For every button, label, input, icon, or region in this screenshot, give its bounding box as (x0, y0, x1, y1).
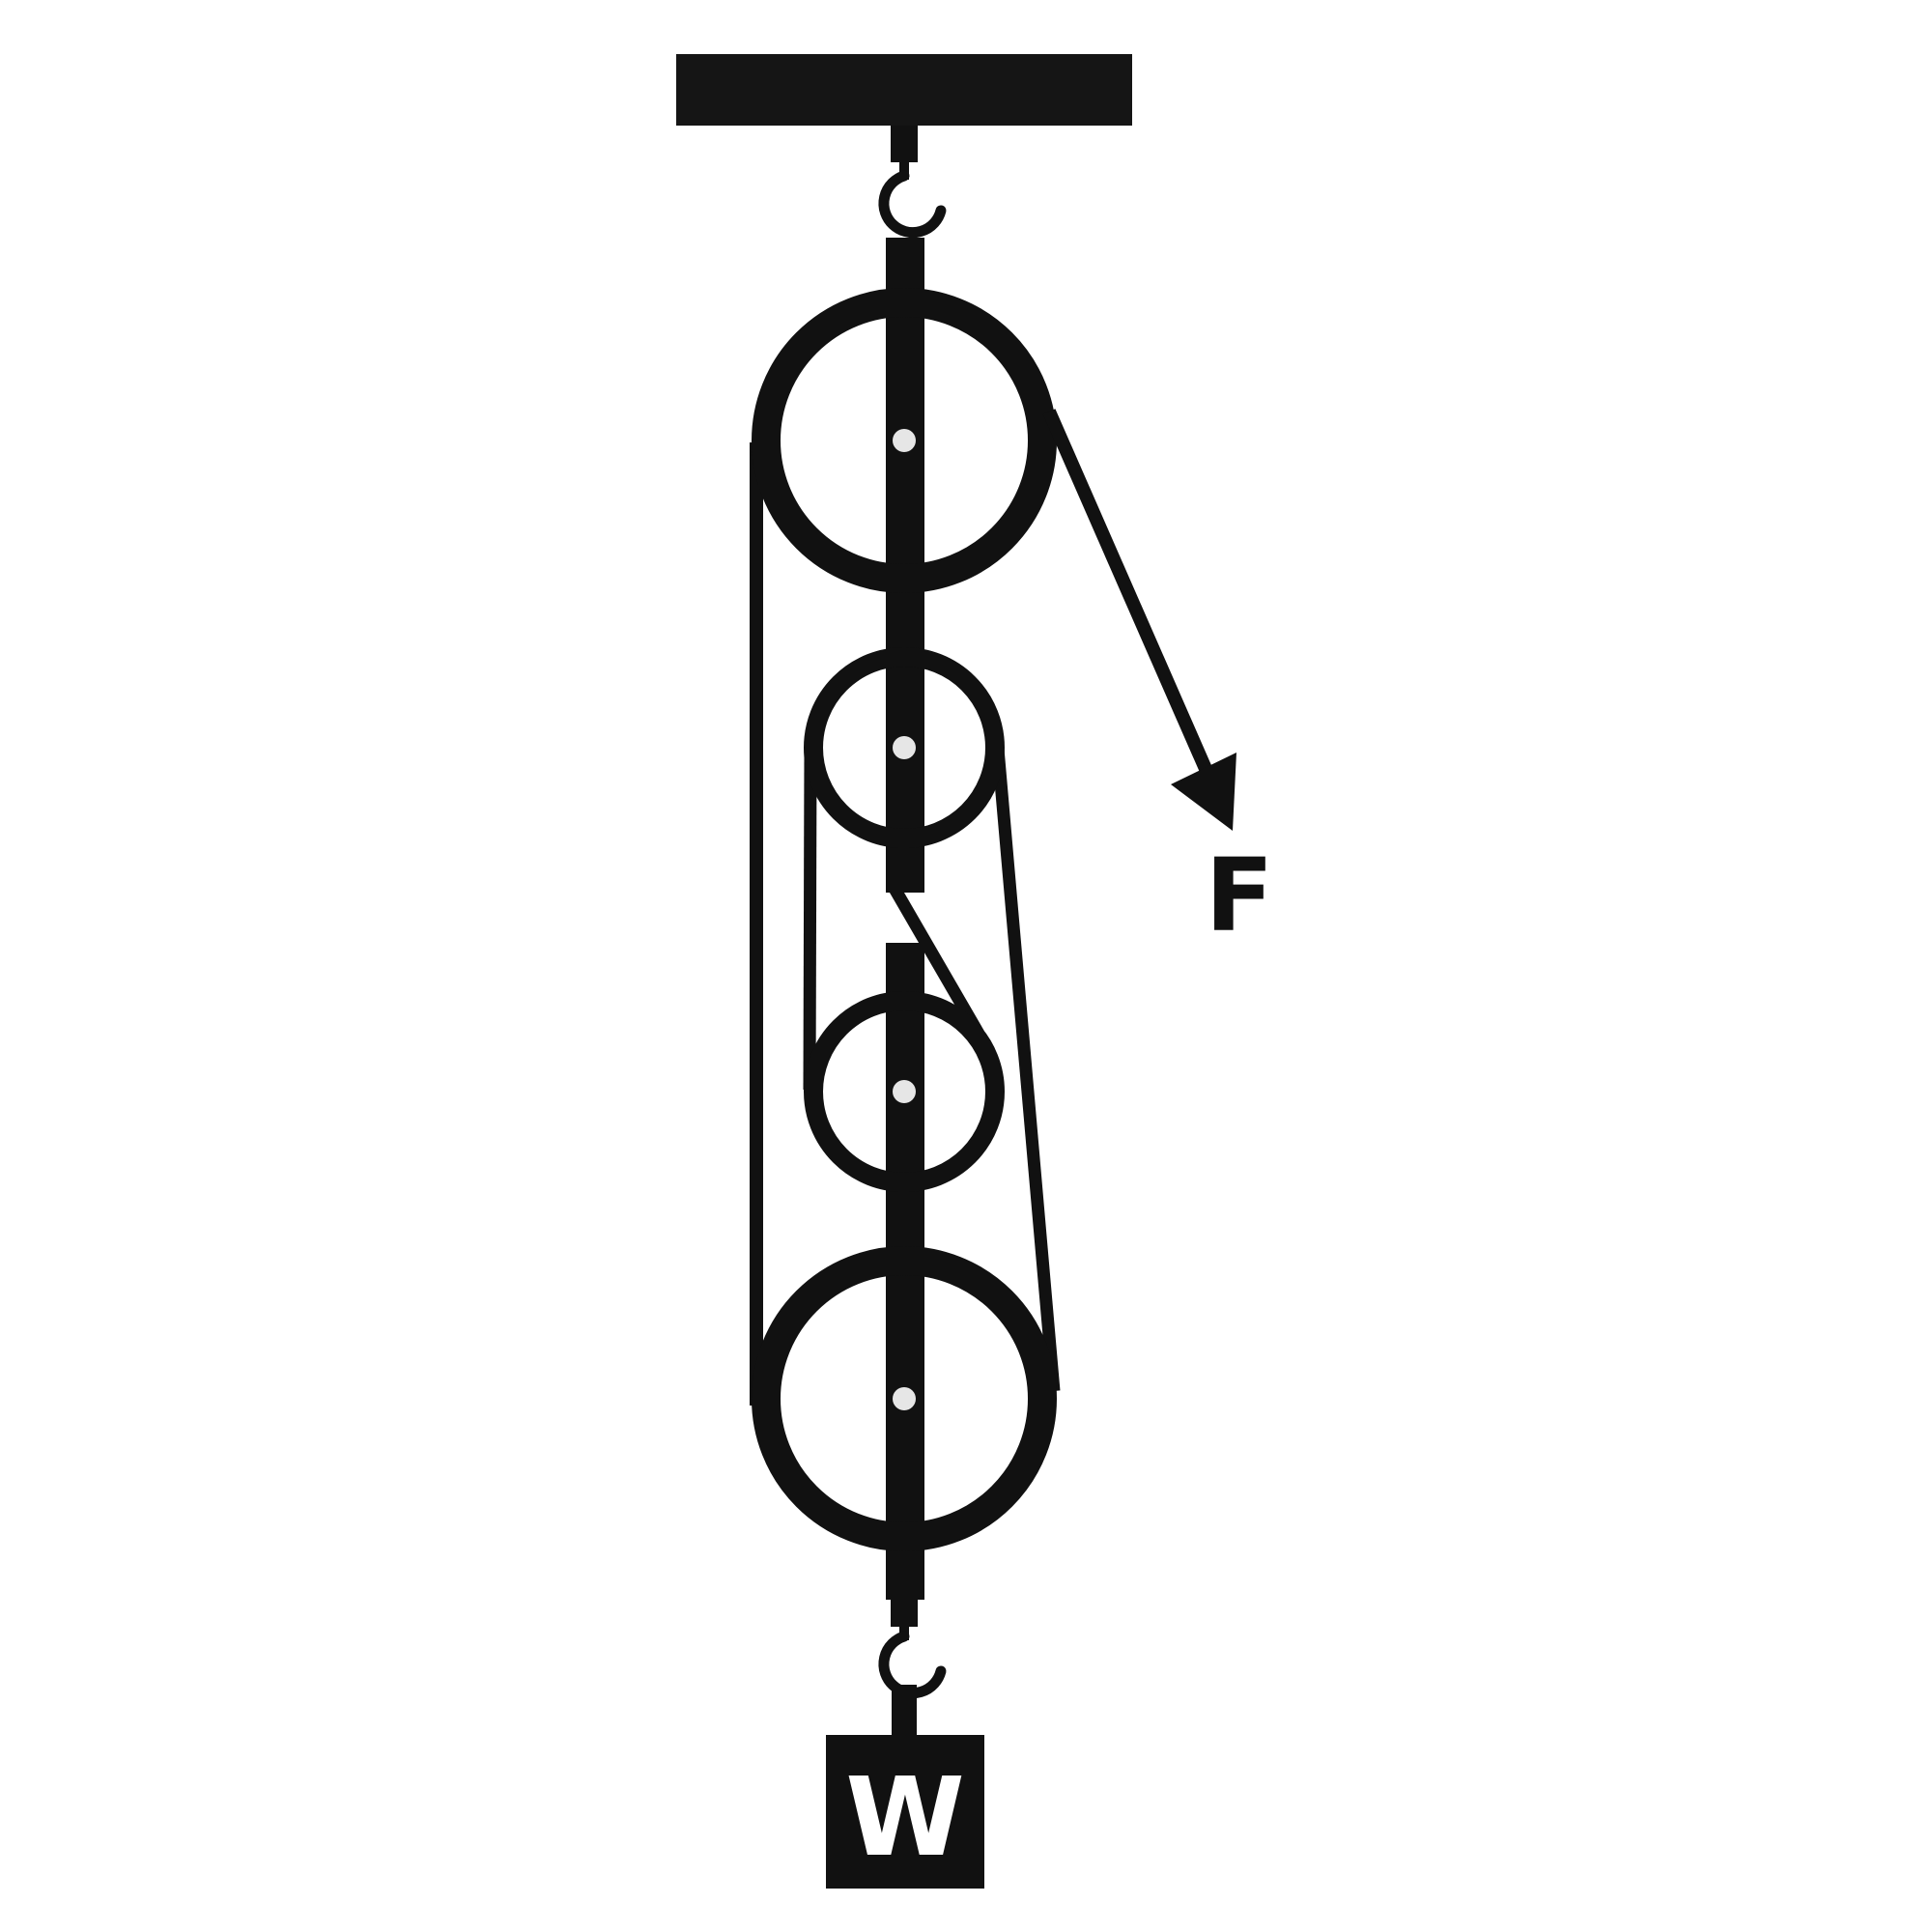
top-hook-shank (899, 160, 909, 180)
rope-diagonal (888, 883, 984, 1037)
ceiling-beam (676, 54, 1132, 126)
rope-right-long (991, 748, 1061, 1392)
upper-large-pulley-axle (893, 429, 916, 452)
upper-small-pulley-axle (893, 736, 916, 759)
upper-small-pulley (804, 647, 1005, 848)
force-arrowhead (1171, 753, 1236, 831)
top-hook (878, 170, 947, 239)
weight-hanger (892, 1685, 917, 1735)
weight-block (826, 1735, 984, 1889)
lower-small-pulley-axle (893, 1080, 916, 1103)
bottom-hook (878, 1631, 947, 1699)
lower-large-pulley-axle (893, 1387, 916, 1410)
weight-label: W (845, 1755, 965, 1881)
lower-large-pulley (752, 1246, 1057, 1551)
top-mount (891, 126, 918, 162)
lower-small-pulley (804, 991, 1005, 1192)
rope-pull-strand (1042, 409, 1216, 781)
force-label: F (1205, 837, 1273, 954)
upper-large-pulley (752, 288, 1057, 593)
bottom-mount (891, 1598, 918, 1627)
